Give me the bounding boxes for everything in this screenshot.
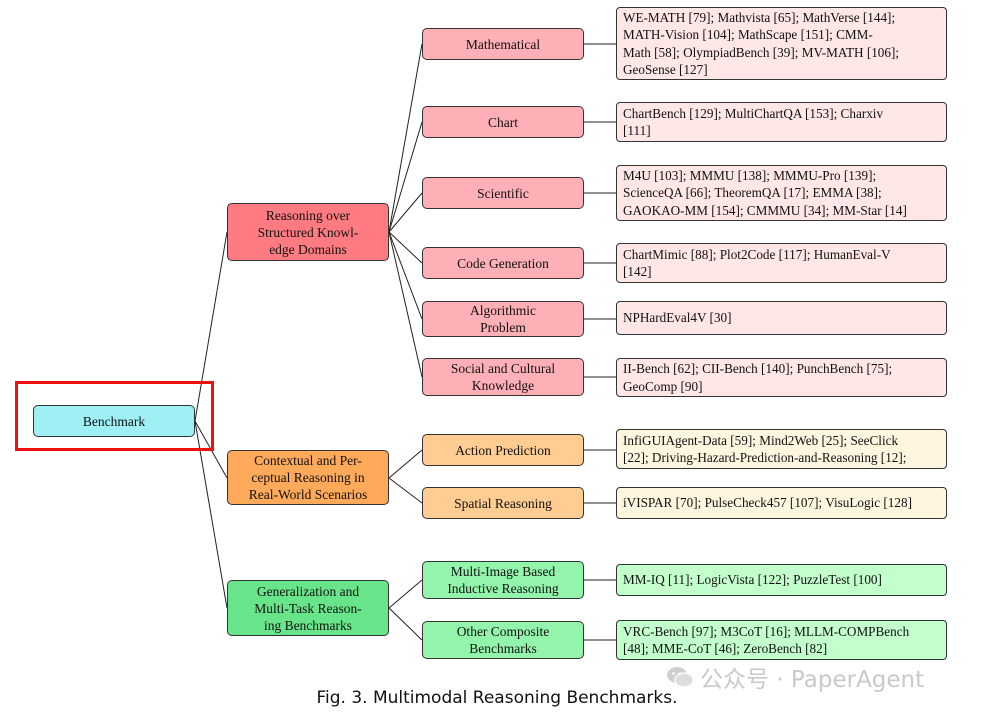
references-box-algorithmic-problem: NPHardEval4V [30] (616, 301, 947, 335)
reference-line: [22]; Driving-Hazard-Prediction-and-Reas… (623, 450, 907, 465)
category-label-line: Reasoning over (265, 207, 351, 223)
reference-line: M4U [103]; MMMU [138]; MMMU-Pro [139]; (623, 167, 877, 183)
connector-line (388, 43, 423, 233)
subcategory-label-line: Algorithmic (470, 303, 536, 318)
reference-line: ScienceQA [66]; TheoremQA [17]; EMMA [38… (623, 185, 882, 201)
reference-line: GeoComp [90] (623, 378, 703, 394)
connector-line (194, 231, 228, 422)
category-label-line: Real-World Scenarios (248, 487, 368, 502)
connector-line (194, 420, 228, 609)
subcategory-node-spatial-reasoning: Spatial Reasoning (422, 487, 584, 519)
references-box-code-generation: ChartMimic [88]; Plot2Code [117]; HumanE… (616, 243, 947, 283)
watermark: 公众号 · PaperAgent (666, 660, 924, 694)
references-box-scientific: M4U [103]; MMMU [138]; MMMU-Pro [139]; S… (616, 165, 947, 221)
category-node-contextual-perceptual: Contextual and Per- ceptual Reasoning in… (227, 450, 389, 505)
category-label-line: Generalization and (256, 583, 360, 599)
subcategory-label-line: Social and Cultural (450, 361, 556, 376)
connector-line (388, 192, 423, 233)
watermark-text: 公众号 · PaperAgent (700, 667, 925, 693)
reference-line: [142] (623, 264, 652, 279)
category-label-line: ing Benchmarks (263, 617, 353, 633)
subcategory-node-mathematical: Mathematical (422, 28, 584, 60)
references-box-social-cultural: II-Bench [62]; CII-Bench [140]; PunchBen… (616, 358, 947, 397)
subcategory-node-code-generation: Code Generation (422, 247, 584, 279)
connector-line (388, 579, 423, 609)
reference-line: NPHardEval4V [30] (623, 310, 732, 326)
reference-line: MATH-Vision [104]; MathScape [151]; CMM- (623, 27, 873, 42)
category-label-line: ceptual Reasoning in (251, 470, 365, 485)
subcategory-label-line: Other Composite (456, 624, 550, 639)
connector-line (388, 449, 423, 479)
subcategory-label-line: Multi-Image Based (450, 564, 556, 579)
reference-line: ChartMimic [88]; Plot2Code [117]; HumanE… (623, 246, 891, 262)
connector-line (388, 121, 423, 233)
references-box-mathematical: WE-MATH [79]; Mathvista [65]; MathVerse … (616, 7, 947, 80)
reference-line: MM-IQ [11]; LogicVista [122]; PuzzleTest… (623, 572, 882, 588)
reference-line: VRC-Bench [97]; M3CoT [16]; MLLM-COMPBen… (623, 623, 910, 639)
reference-line: WE-MATH [79]; Mathvista [65]; MathVerse … (623, 9, 896, 25)
subcategory-node-multi-image: Multi-Image Based Inductive Reasoning (422, 561, 584, 599)
root-node-benchmark: Benchmark (33, 405, 195, 437)
reference-line: GeoSense [127] (623, 62, 708, 77)
subcategory-label: Action Prediction (455, 442, 551, 458)
reference-line: GAOKAO-MM [154]; CMMMU [34]; MM-Star [14… (623, 202, 907, 218)
subcategory-label-line: Problem (480, 320, 526, 335)
subcategory-label: Spatial Reasoning (454, 495, 552, 511)
subcategory-label-line: Inductive Reasoning (447, 581, 559, 596)
subcategory-node-chart: Chart (422, 106, 584, 138)
category-label-line: edge Domains (269, 241, 347, 257)
subcategory-label: Chart (488, 114, 518, 130)
connector-line (388, 231, 423, 264)
category-node-structured-knowledge: Reasoning over Structured Knowl- edge Do… (227, 203, 389, 261)
subcategory-label-line: Benchmarks (469, 641, 537, 656)
wechat-icon (667, 667, 694, 688)
references-box-other-composite: VRC-Bench [97]; M3CoT [16]; MLLM-COMPBen… (616, 620, 947, 660)
reference-line: Math [58]; OlympiadBench [39]; MV-MATH [… (623, 44, 900, 60)
subcategory-node-algorithmic-problem: Algorithmic Problem (422, 301, 584, 337)
references-box-spatial-reasoning: iVISPAR [70]; PulseCheck457 [107]; VisuL… (616, 487, 947, 519)
connector-line (388, 607, 423, 641)
reference-line: II-Bench [62]; CII-Bench [140]; PunchBen… (623, 361, 893, 376)
category-node-generalization: Generalization and Multi-Task Reason- in… (227, 580, 389, 636)
subcategory-label: Scientific (477, 185, 529, 201)
connector-line (388, 231, 423, 320)
reference-line: iVISPAR [70]; PulseCheck457 [107]; VisuL… (623, 495, 912, 511)
reference-line: InfiGUIAgent-Data [59]; Mind2Web [25]; S… (623, 432, 899, 448)
category-label-line: Structured Knowl- (257, 224, 359, 240)
figure-caption: Fig. 3. Multimodal Reasoning Benchmarks. (316, 688, 678, 708)
subcategory-node-action-prediction: Action Prediction (422, 434, 584, 466)
subcategory-label-line: Knowledge (471, 378, 535, 393)
category-label-line: Contextual and Per- (254, 453, 362, 468)
reference-line: ChartBench [129]; MultiChartQA [153]; Ch… (623, 105, 884, 121)
subcategory-node-scientific: Scientific (422, 177, 584, 209)
subcategory-node-social-cultural: Social and Cultural Knowledge (422, 358, 584, 396)
reference-line: [111] (623, 123, 651, 138)
references-box-action-prediction: InfiGUIAgent-Data [59]; Mind2Web [25]; S… (616, 429, 947, 469)
subcategory-label: Code Generation (457, 255, 549, 271)
connector-line (388, 231, 423, 378)
references-box-chart: ChartBench [129]; MultiChartQA [153]; Ch… (616, 102, 947, 142)
root-label: Benchmark (82, 413, 146, 429)
connector-line (388, 477, 423, 504)
highlight-box (15, 381, 214, 451)
subcategory-label: Mathematical (465, 36, 541, 52)
reference-line: [48]; MME-CoT [46]; ZeroBench [82] (623, 641, 828, 656)
subcategory-node-other-composite: Other Composite Benchmarks (422, 621, 584, 659)
references-box-multi-image: MM-IQ [11]; LogicVista [122]; PuzzleTest… (616, 564, 947, 596)
category-label-line: Multi-Task Reason- (254, 600, 362, 616)
